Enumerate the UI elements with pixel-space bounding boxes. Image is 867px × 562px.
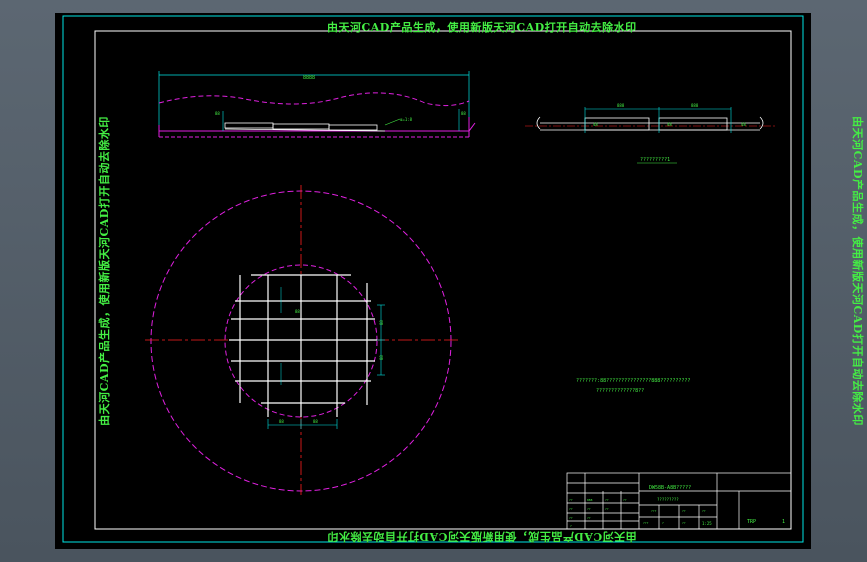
svg-text:???: ??? xyxy=(643,521,649,525)
title-block-small-cells: ?? 888 ?? ?? ?? ?? ?? ??? ?? ?? ?? ?? ??… xyxy=(569,498,706,528)
svg-text:48: 48 xyxy=(593,122,598,127)
watermark-right: 由天河CAD产品生成，使用新版天河CAD打开自动去除水印 xyxy=(850,116,864,426)
plan-view: 88 88 88 88 88 xyxy=(145,185,460,495)
svg-text:48: 48 xyxy=(741,122,746,127)
slab-grid xyxy=(229,274,377,417)
svg-text:888: 888 xyxy=(691,103,699,108)
title-block-sheet-no: 1 xyxy=(782,519,785,525)
watermark-left: 由天河CAD产品生成，使用新版天河CAD打开自动去除水印 xyxy=(97,116,111,426)
svg-text:??: ?? xyxy=(623,498,627,502)
svg-text:??: ?? xyxy=(702,509,706,513)
svg-text:??: ?? xyxy=(569,507,573,511)
inner-border xyxy=(94,30,792,530)
section-top-profile xyxy=(158,92,470,107)
notes-line-1: ???????:88???????????????888?????????? xyxy=(576,378,690,384)
svg-text:88: 88 xyxy=(461,111,466,116)
svg-text:??: ?? xyxy=(682,521,686,525)
svg-text:88: 88 xyxy=(379,355,384,360)
svg-text:??: ?? xyxy=(605,498,609,502)
watermark-top: 由天河CAD产品生成，使用新版天河CAD打开自动去除水印 xyxy=(327,21,637,34)
section-view: 8888 88 88 α=1:8 xyxy=(158,71,476,138)
inner-circle xyxy=(224,264,378,418)
cad-drawing[interactable]: 8888 88 88 α=1:8 xyxy=(55,13,811,549)
profile-view: 888 888 48 48 48 ?????????1 xyxy=(525,103,775,164)
svg-text:?: ? xyxy=(662,521,664,525)
svg-text:888: 888 xyxy=(617,103,625,108)
svg-text:88: 88 xyxy=(313,419,318,424)
section-dim-text: 8888 xyxy=(303,75,315,81)
svg-text:88: 88 xyxy=(379,320,384,325)
profile-caption: ?????????1 xyxy=(640,157,670,163)
title-block-scale: 1:25 xyxy=(702,521,712,526)
cad-viewport[interactable]: 8888 88 88 α=1:8 xyxy=(55,13,864,549)
svg-text:??: ?? xyxy=(569,498,573,502)
section-callout: α=1:8 xyxy=(400,117,413,122)
title-block-sheet-label: TRP xyxy=(747,519,756,525)
outer-frame xyxy=(62,15,804,543)
svg-text:???: ??? xyxy=(651,509,657,513)
svg-text:??: ?? xyxy=(587,516,591,520)
svg-text:??: ?? xyxy=(682,509,686,513)
svg-text:??: ?? xyxy=(587,507,591,511)
title-block-name: DW58B-A8B????? xyxy=(649,485,691,491)
svg-text:??: ?? xyxy=(569,516,573,520)
svg-text:88: 88 xyxy=(295,309,300,314)
svg-text:?: ? xyxy=(570,524,572,528)
title-block xyxy=(566,472,792,530)
notes-line-2: ?????????????8?? xyxy=(596,388,644,394)
title-block-code: ????????? xyxy=(657,497,679,502)
svg-text:48: 48 xyxy=(667,122,672,127)
svg-text:888: 888 xyxy=(587,498,593,502)
svg-text:88: 88 xyxy=(279,419,284,424)
svg-text:??: ?? xyxy=(605,507,609,511)
watermark-bottom: 由天河CAD产品生成，使用新版天河CAD打开自动去除水印 xyxy=(327,530,637,543)
svg-text:88: 88 xyxy=(215,111,220,116)
